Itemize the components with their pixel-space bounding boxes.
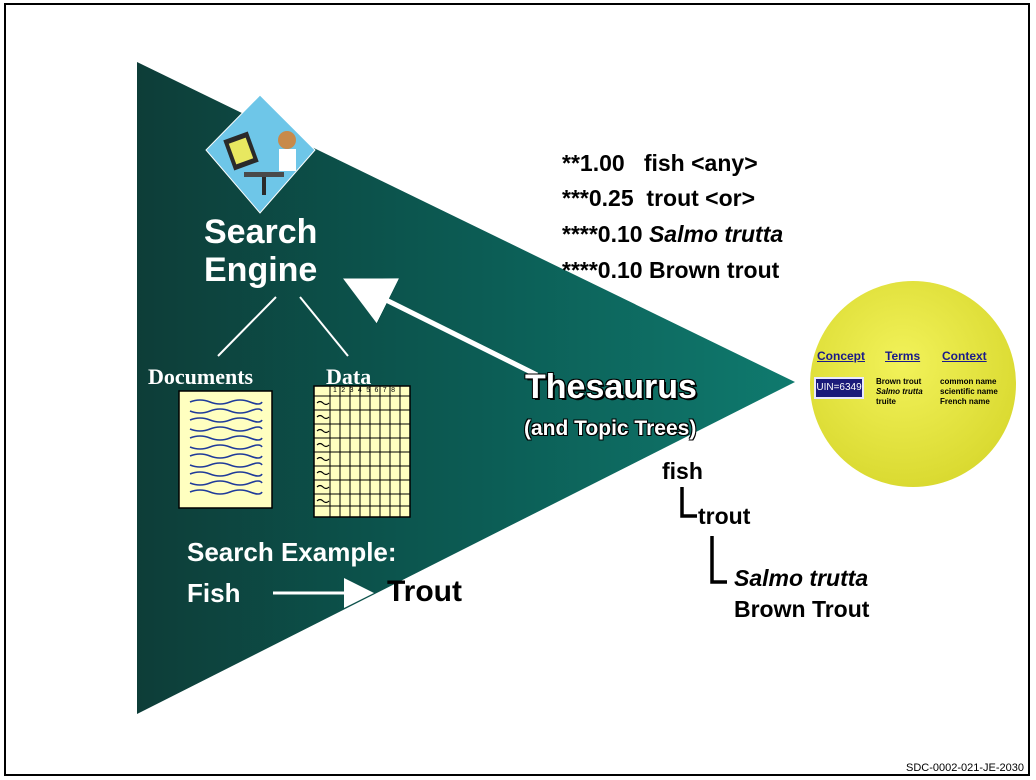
search-engine-line2: Engine bbox=[204, 251, 318, 289]
term-salmo-trutta: Salmo trutta bbox=[876, 387, 923, 396]
col-num: 7 bbox=[382, 387, 392, 394]
thesaurus-title: Thesaurus bbox=[525, 368, 697, 406]
triangle-shape bbox=[137, 62, 795, 714]
weight-row: ***0.25 trout <or> bbox=[562, 185, 755, 212]
context-french-name: French name bbox=[940, 397, 990, 406]
col-num: 1 bbox=[333, 387, 342, 394]
tree-bracket-salmo bbox=[710, 536, 727, 584]
weight-value: ***0.25 bbox=[562, 185, 634, 211]
tree-line-data bbox=[299, 296, 349, 357]
person-at-computer-icon bbox=[205, 94, 316, 214]
context-scientific-name: scientific name bbox=[940, 387, 998, 396]
document-page-icon bbox=[178, 390, 273, 509]
search-example-to: Trout bbox=[387, 575, 462, 608]
search-engine-line1: Search bbox=[204, 213, 318, 251]
context-header: Context bbox=[942, 349, 987, 363]
data-table-icon bbox=[313, 385, 411, 518]
uin-box: UIN=6349 bbox=[814, 377, 864, 399]
data-column-numbers: 12345678 bbox=[333, 387, 399, 394]
weight-value: ****0.10 bbox=[562, 221, 643, 247]
weight-term: fish <any> bbox=[643, 150, 758, 176]
weight-term: trout <or> bbox=[646, 185, 756, 211]
weight-term: Salmo trutta bbox=[648, 221, 784, 247]
tree-line-documents bbox=[217, 296, 277, 357]
weight-row: **1.00 fish <any> bbox=[562, 150, 758, 177]
concept-circle bbox=[810, 281, 1016, 487]
tree-brown-trout: Brown Trout bbox=[734, 596, 870, 622]
data-label: Data bbox=[326, 364, 372, 389]
tree-bracket-trout bbox=[680, 487, 697, 518]
col-num: 5 bbox=[366, 387, 375, 394]
weight-value: ****0.10 bbox=[562, 257, 643, 283]
concept-header: Concept bbox=[817, 349, 865, 363]
tree-fish: fish bbox=[662, 458, 703, 484]
col-num: 8 bbox=[391, 387, 400, 394]
tree-salmo-trutta: Salmo trutta bbox=[734, 565, 869, 591]
search-example-from: Fish bbox=[187, 578, 241, 608]
slide-frame bbox=[4, 3, 1030, 776]
tree-trout: trout bbox=[698, 503, 751, 529]
col-num: 3 bbox=[349, 387, 358, 394]
weight-row: ****0.10 Brown trout bbox=[562, 257, 779, 284]
search-engine-label: Search Engine bbox=[204, 213, 317, 289]
weight-term: Brown trout bbox=[648, 257, 780, 283]
context-common-name: common name bbox=[940, 377, 997, 386]
col-num: 6 bbox=[374, 387, 383, 394]
footer-code: SDC-0002-021-JE-2030 bbox=[905, 762, 1024, 774]
thesaurus-subtitle: (and Topic Trees) bbox=[524, 417, 697, 440]
col-num: 4 bbox=[357, 387, 367, 394]
col-num: 2 bbox=[341, 387, 350, 394]
terms-header: Terms bbox=[885, 349, 921, 363]
weight-row: ****0.10 Salmo trutta bbox=[562, 221, 783, 248]
term-brown-trout: Brown trout bbox=[876, 377, 922, 386]
term-truite: truite bbox=[876, 397, 896, 406]
documents-label: Documents bbox=[148, 364, 254, 389]
weight-value: **1.00 bbox=[562, 150, 625, 176]
thesaurus-arrow bbox=[343, 278, 539, 378]
search-example-label: Search Example: bbox=[187, 537, 397, 567]
